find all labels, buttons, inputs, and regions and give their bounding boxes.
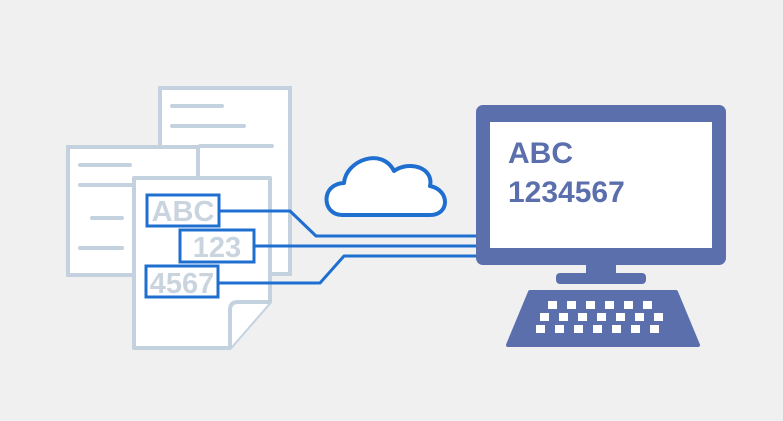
data-connectors: [218, 209, 488, 285]
monitor-screen: [490, 122, 712, 248]
keyboard-icon: [506, 290, 700, 347]
connector-line-4567: [218, 254, 488, 285]
screen-text-line2: 1234567: [508, 176, 625, 209]
screen-text-line1: ABC: [508, 137, 573, 170]
document-field-123: 123: [178, 228, 256, 264]
field-text-123: 123: [193, 232, 241, 264]
monitor-base: [556, 273, 646, 284]
connector-line-abc: [219, 209, 488, 238]
keyboard-keys: [536, 301, 663, 333]
document-field-4567: 4567: [144, 264, 220, 300]
document-field-abc: ABC: [145, 193, 221, 228]
field-text-4567: 4567: [150, 268, 215, 300]
field-text-abc: ABC: [152, 196, 215, 228]
desktop-computer-icon: ABC 1234567: [476, 105, 726, 284]
cloud-icon: [324, 156, 447, 217]
